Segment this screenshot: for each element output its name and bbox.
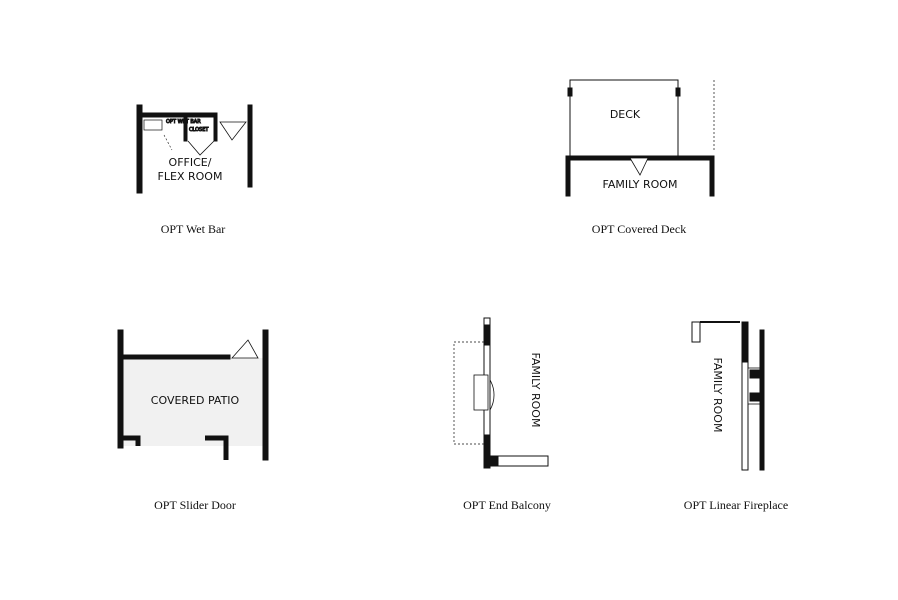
room-label: FAMILY ROOM bbox=[529, 353, 542, 428]
room-label: OFFICE/ bbox=[169, 156, 212, 169]
room-label: COVERED PATIO bbox=[151, 394, 240, 407]
caption-linear-fireplace: OPT Linear Fireplace bbox=[683, 498, 789, 512]
room-label: DECK bbox=[610, 108, 641, 121]
covered-deck-plan: DECK FAMILY ROOM bbox=[565, 79, 715, 197]
caption-slider-door: OPT Slider Door bbox=[154, 498, 236, 512]
closet-label: CLOSET bbox=[189, 127, 209, 133]
caption-wet-bar: OPT Wet Bar bbox=[160, 222, 226, 236]
caption-covered-deck: OPT Covered Deck bbox=[591, 222, 687, 236]
room-label: FLEX ROOM bbox=[158, 170, 223, 183]
wet-bar-label: OPT WET BAR bbox=[166, 119, 201, 125]
wet-bar-plan: OPT WET BAR CLOSET OFFICE/ FLEX ROOM bbox=[136, 104, 253, 194]
linear-fireplace-plan: FAMILY ROOM bbox=[691, 321, 765, 471]
end-balcony-plan: FAMILY ROOM bbox=[453, 317, 549, 469]
room-label: FAMILY ROOM bbox=[711, 358, 724, 433]
room-label: FAMILY ROOM bbox=[603, 178, 678, 191]
slider-door-plan: COVERED PATIO bbox=[117, 329, 269, 461]
caption-end-balcony: OPT End Balcony bbox=[463, 498, 551, 512]
